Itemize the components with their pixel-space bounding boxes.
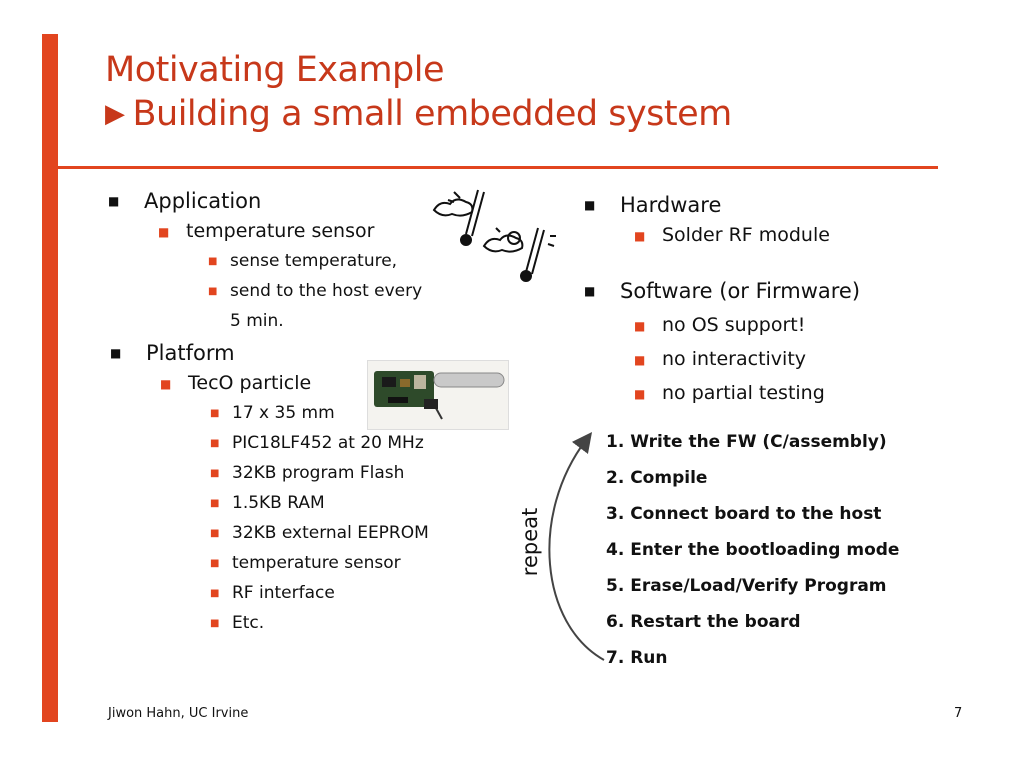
square-bullet-icon: ■	[210, 588, 220, 599]
hardware-section: ■ Hardware ■ Solder RF module	[584, 190, 944, 250]
list-item: 6. Restart the board	[606, 612, 801, 632]
application-section: ■ Application ■ temperature sensor ■ sen…	[108, 186, 438, 336]
square-bullet-icon: ■	[210, 558, 220, 569]
footer-author: Jiwon Hahn, UC Irvine	[108, 706, 249, 721]
list-item: 4. Enter the bootloading mode	[606, 540, 900, 560]
title-line-1: Motivating Example	[105, 50, 445, 90]
bullet-no-interactivity: ■ no interactivity	[634, 344, 944, 374]
list-item: 3. Connect board to the host	[606, 504, 882, 524]
sub-bullet: ■ 32KB program Flash	[210, 458, 510, 488]
sub-bullet: ■ sense temperature,	[208, 246, 438, 276]
sub-bullet: ■ 32KB external EEPROM	[210, 518, 510, 548]
sub-bullet: ■ PIC18LF452 at 20 MHz	[210, 428, 510, 458]
square-bullet-icon: ■	[158, 225, 170, 239]
steps-list: 1. Write the FW (C/assembly) 2. Compile …	[606, 428, 899, 680]
list-item: 2. Compile	[606, 468, 708, 488]
square-bullet-icon: ■	[108, 194, 120, 208]
bullet-application: ■ Application	[108, 186, 438, 216]
square-bullet-icon: ■	[210, 528, 220, 539]
circuit-board-photo	[367, 360, 509, 430]
repeat-arrow-icon	[548, 432, 605, 661]
page-number: 7	[954, 706, 963, 721]
square-bullet-icon: ■	[208, 256, 218, 267]
square-bullet-icon: ■	[160, 377, 172, 391]
square-bullet-icon: ■	[110, 346, 122, 360]
square-bullet-icon: ■	[584, 198, 596, 212]
square-bullet-icon: ■	[210, 408, 220, 419]
bullet-teco-particle: ■ TecO particle	[160, 368, 510, 398]
square-bullet-icon: ■	[210, 468, 220, 479]
title-line-2: Building a small embedded system	[132, 94, 733, 134]
square-bullet-icon: ■	[634, 229, 646, 243]
weather-thermometer-icon	[432, 189, 556, 282]
bullet-temperature-sensor: ■ temperature sensor	[158, 216, 438, 246]
triangle-bullet-icon: ▶	[105, 99, 125, 129]
repeat-label: repeat	[518, 507, 542, 577]
list-item: 5. Erase/Load/Verify Program	[606, 576, 887, 596]
list-item: 7. Run	[606, 648, 668, 668]
square-bullet-icon: ■	[210, 438, 220, 449]
bullet-software: ■ Software (or Firmware)	[584, 276, 944, 306]
square-bullet-icon: ■	[634, 387, 646, 401]
title-line-2-row: ▶ Building a small embedded system	[105, 92, 732, 136]
bullet-solder-rf: ■ Solder RF module	[634, 220, 944, 250]
sub-bullet: ■ 1.5KB RAM	[210, 488, 510, 518]
square-bullet-icon: ■	[634, 319, 646, 333]
sub-bullet: ■ 17 x 35 mm	[210, 398, 510, 428]
bullet-hardware: ■ Hardware	[584, 190, 944, 220]
software-section: ■ Software (or Firmware) ■ no OS support…	[584, 276, 944, 408]
accent-vertical-bar	[42, 34, 58, 722]
title-divider	[42, 166, 938, 169]
square-bullet-icon: ■	[208, 286, 218, 297]
platform-section: ■ Platform ■ TecO particle ■ 17 x 35 mm …	[110, 338, 510, 638]
square-bullet-icon: ■	[210, 498, 220, 509]
slide-title: Motivating Example ▶ Building a small em…	[105, 48, 732, 136]
bullet-no-partial-testing: ■ no partial testing	[634, 378, 944, 408]
bullet-no-os: ■ no OS support!	[634, 310, 944, 340]
sub-bullet: ■ send to the host every 5 min.	[208, 276, 438, 336]
bullet-platform: ■ Platform	[110, 338, 510, 368]
sub-bullet: ■ Etc.	[210, 608, 510, 638]
square-bullet-icon: ■	[584, 284, 596, 298]
sub-bullet: ■ temperature sensor	[210, 548, 510, 578]
square-bullet-icon: ■	[634, 353, 646, 367]
sub-bullet: ■ RF interface	[210, 578, 510, 608]
list-item: 1. Write the FW (C/assembly)	[606, 432, 887, 452]
square-bullet-icon: ■	[210, 618, 220, 629]
